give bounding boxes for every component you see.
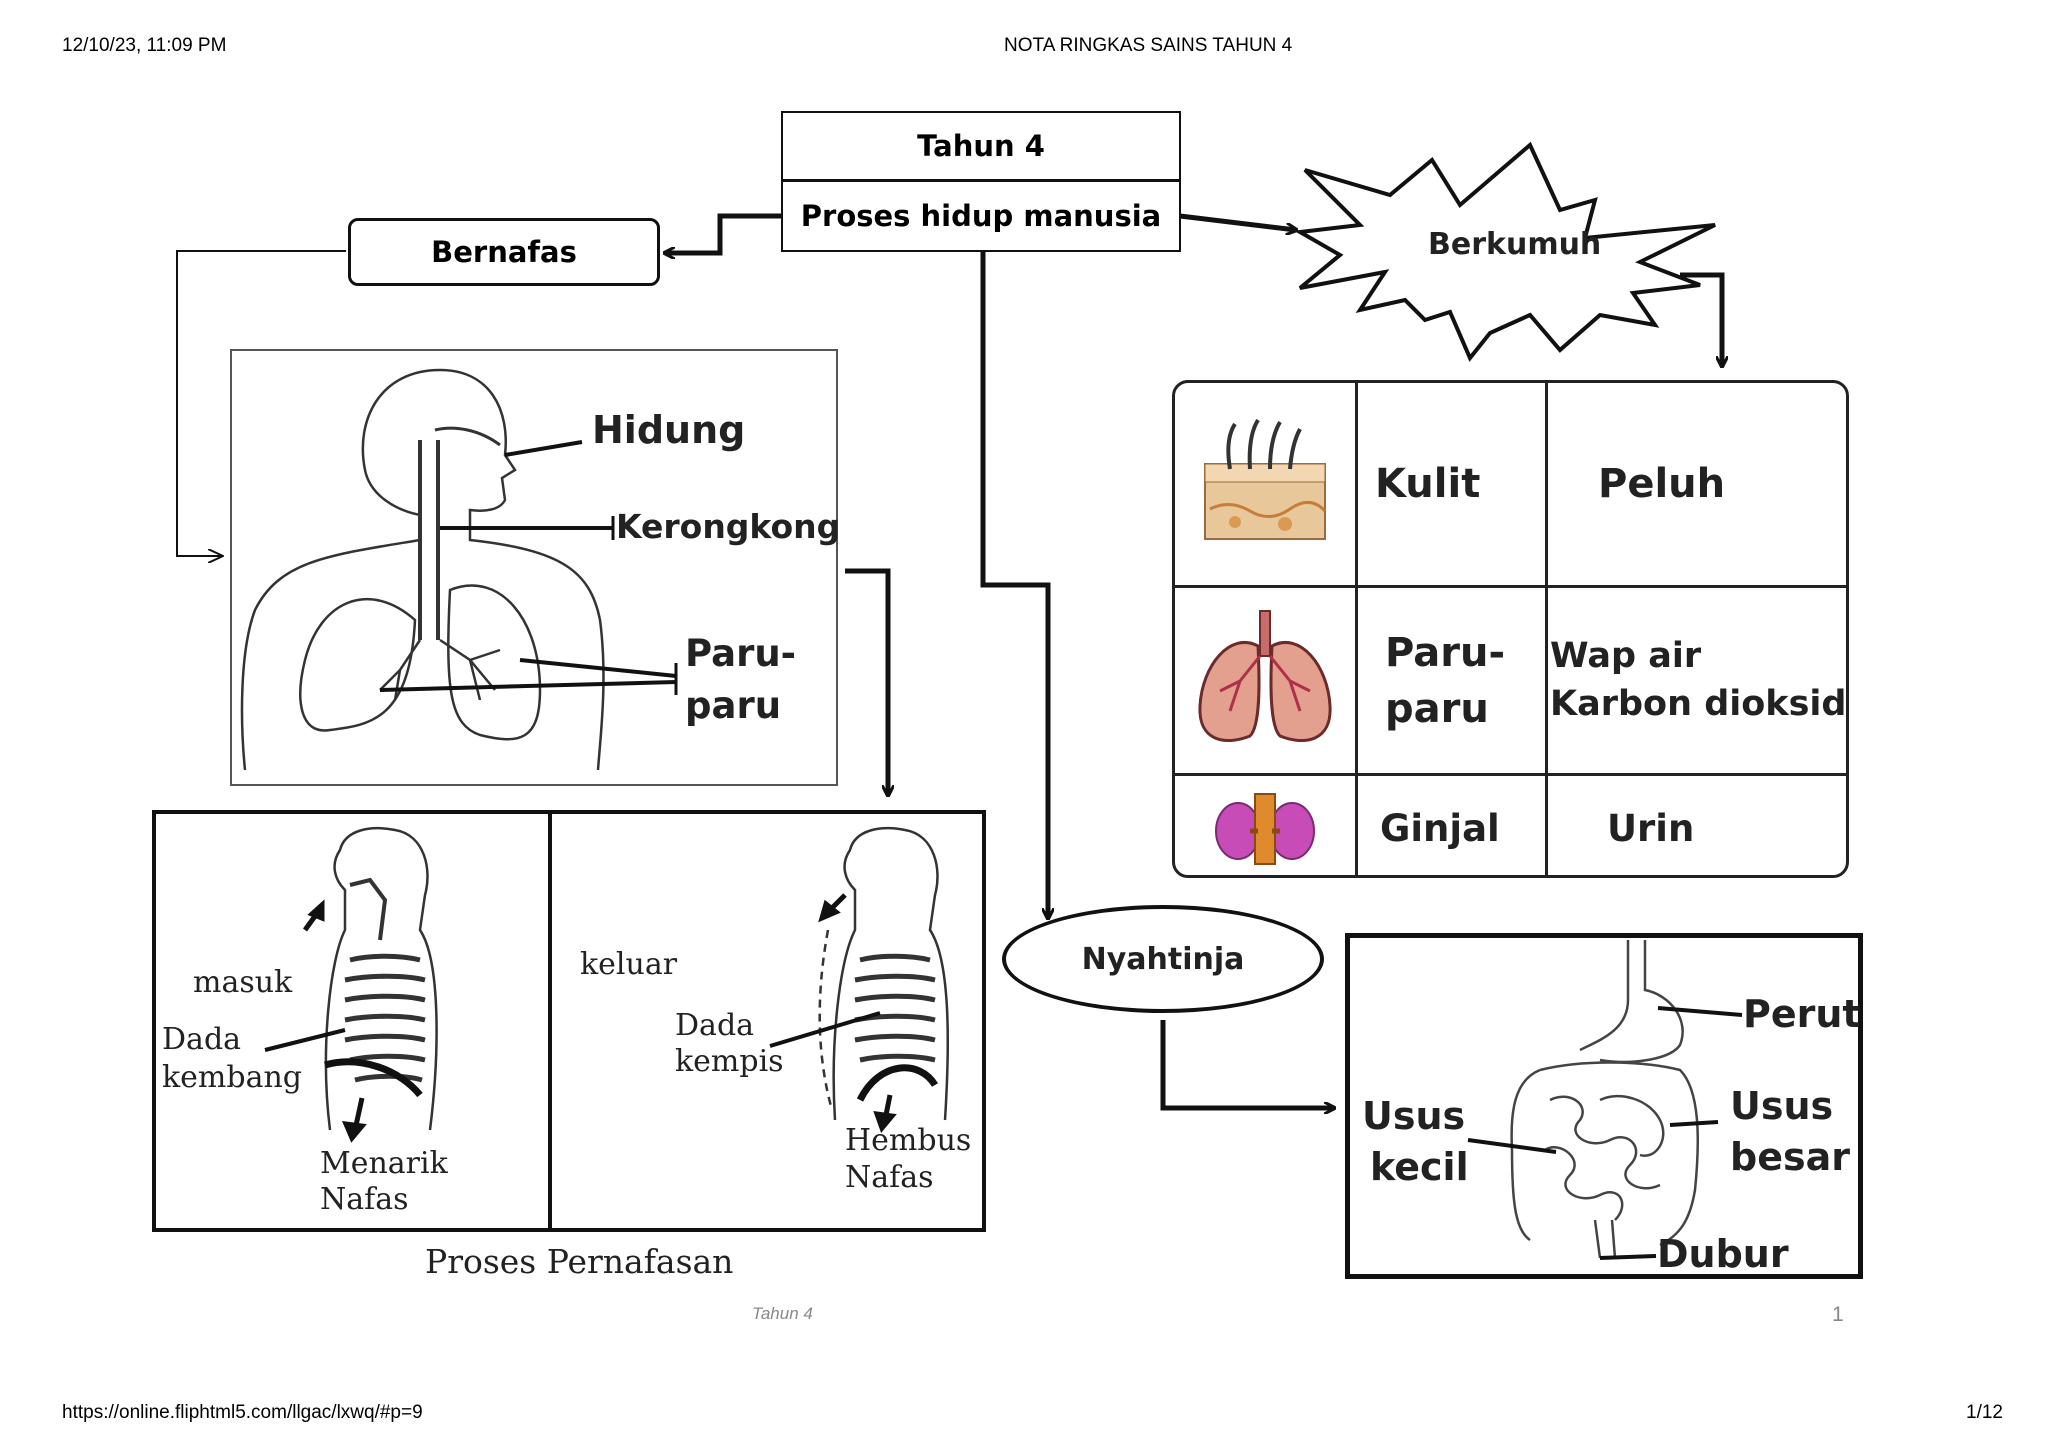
label-hembus-1: Hembus xyxy=(845,1123,972,1158)
top-box-subtitle: Proses hidup manusia xyxy=(781,180,1181,252)
arrow-to-digestive xyxy=(1160,1020,1334,1108)
label-usus-besar-2: besar xyxy=(1730,1135,1850,1179)
label-perut: Perut xyxy=(1743,992,1861,1036)
lungs-icon xyxy=(1198,609,1332,742)
print-title: NOTA RINGKAS SAINS TAHUN 4 xyxy=(1004,35,1293,56)
table-row-2-product: Wap air Karbon dioksida xyxy=(1550,588,1849,773)
print-datetime: 12/10/23, 11:09 PM xyxy=(62,35,227,56)
label-keluar: keluar xyxy=(580,947,678,982)
table-row-3-icon xyxy=(1175,776,1355,875)
skin-icon xyxy=(1204,418,1327,540)
label-paru-2: paru xyxy=(685,684,782,727)
digestive-picture xyxy=(1345,933,1863,1279)
table-row-1-organ: Kulit xyxy=(1375,461,1481,507)
table-row-2-product-line-1: Wap air xyxy=(1550,636,1702,677)
label-hidung: Hidung xyxy=(592,408,746,452)
top-box-title: Tahun 4 xyxy=(781,111,1181,181)
table-col-line-1 xyxy=(1355,383,1358,875)
nyahtinja-ellipse: Nyahtinja xyxy=(1002,905,1324,1013)
table-row-2-organ-line-1: Paru- xyxy=(1385,629,1506,676)
berkumuh-label: Berkumuh xyxy=(1428,227,1602,262)
arrow-to-berkumuh xyxy=(1179,213,1296,230)
arrow-to-nyahtinja xyxy=(980,252,1048,918)
table-row-2-product-line-2: Karbon dioksida xyxy=(1550,683,1849,724)
label-usus-kecil-1: Usus xyxy=(1362,1094,1466,1138)
label-dada-kempis-1: Dada xyxy=(675,1008,755,1043)
bernafas-box: Bernafas xyxy=(348,218,660,286)
table-row-2-icon xyxy=(1175,588,1355,773)
breathing-caption: Proses Pernafasan xyxy=(425,1242,734,1281)
label-menarik-2: Nafas xyxy=(320,1182,409,1217)
table-row-line-1 xyxy=(1175,585,1846,588)
breathing-panel-divider xyxy=(548,810,552,1232)
table-row-1-product: Peluh xyxy=(1598,461,1726,507)
label-dada-kempis-2: kempis xyxy=(675,1044,784,1079)
table-row-1-icon xyxy=(1175,383,1355,585)
label-usus-kecil-2: kecil xyxy=(1370,1145,1469,1189)
label-dada-kembang-1: Dada xyxy=(162,1022,242,1057)
label-paru-1: Paru- xyxy=(685,632,797,675)
kidneys-icon xyxy=(1215,792,1315,865)
label-masuk: masuk xyxy=(193,965,293,1000)
label-dubur: Dubur xyxy=(1657,1232,1789,1276)
arrow-to-breathing xyxy=(845,568,888,795)
label-usus-besar-1: Usus xyxy=(1730,1084,1834,1128)
label-menarik-1: Menarik xyxy=(320,1146,448,1181)
arrow-to-respiratory xyxy=(176,250,346,556)
table-row-2-organ: Paru- paru xyxy=(1385,588,1505,773)
label-hembus-2: Nafas xyxy=(845,1160,934,1195)
label-dada-kembang-2: kembang xyxy=(162,1060,302,1095)
table-row-3-organ: Ginjal xyxy=(1380,807,1500,850)
page-count: 1/12 xyxy=(1966,1402,2003,1423)
table-row-3-product: Urin xyxy=(1607,807,1695,850)
excretion-table: Kulit Peluh Paru- paru Wap air Karbon di… xyxy=(1172,380,1849,878)
label-kerongkong: Kerongkong xyxy=(616,507,841,546)
arrow-to-excretion-table xyxy=(1680,272,1722,366)
page-url[interactable]: https://online.fliphtml5.com/llgac/lxwq/… xyxy=(62,1402,423,1423)
table-col-line-2 xyxy=(1545,383,1548,875)
page-footer-label: Tahun 4 xyxy=(752,1304,813,1323)
arrow-to-bernafas xyxy=(665,213,781,253)
table-row-line-2 xyxy=(1175,773,1846,776)
respiratory-picture xyxy=(230,349,838,786)
page-number: 1 xyxy=(1832,1303,1844,1326)
table-row-2-organ-line-2: paru xyxy=(1385,685,1489,732)
